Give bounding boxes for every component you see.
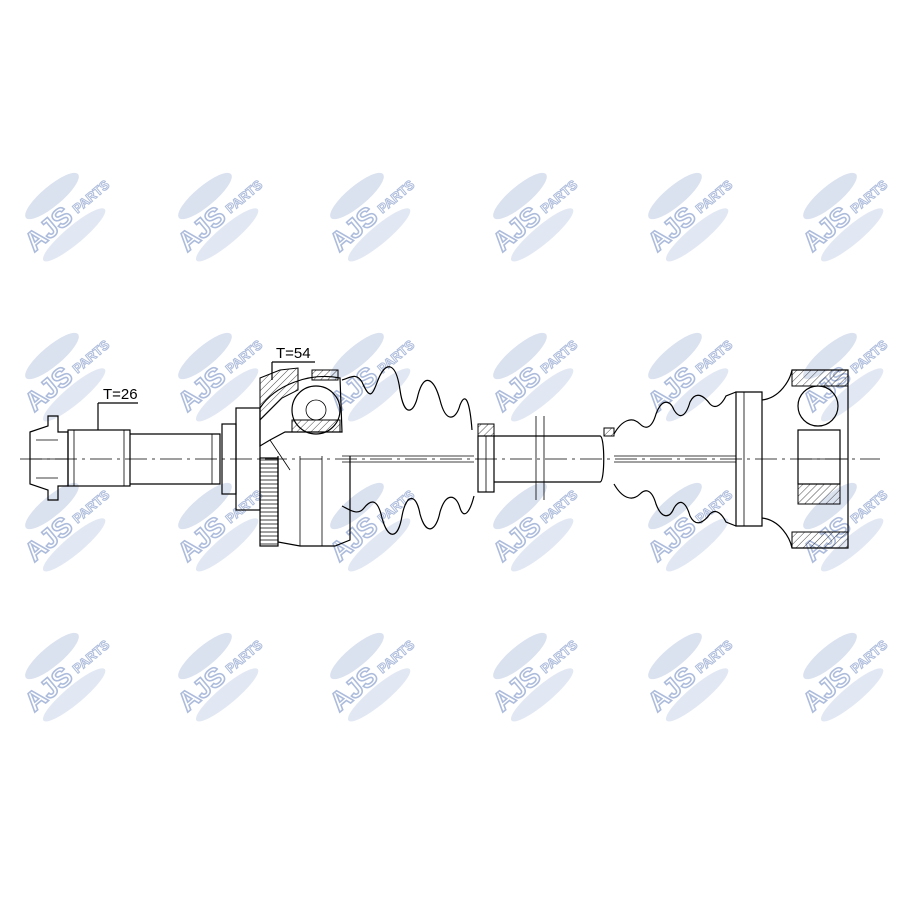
annotation-t26-label: T=26 [103,386,138,403]
annotation-t54: T=54 [271,345,315,380]
outer-cv-joint [221,367,351,547]
wheel-end-stub [29,415,221,501]
abs-tone-ring [259,457,279,547]
inner-cv-joint [735,369,849,549]
inner-boot [603,391,737,527]
middle-shaft [494,416,605,500]
annotation-t26: T=26 [97,386,138,430]
annotation-t54-label: T=54 [276,345,311,362]
outer-boot [341,366,495,535]
axle-drawing: T=26 T=54 [20,345,880,549]
